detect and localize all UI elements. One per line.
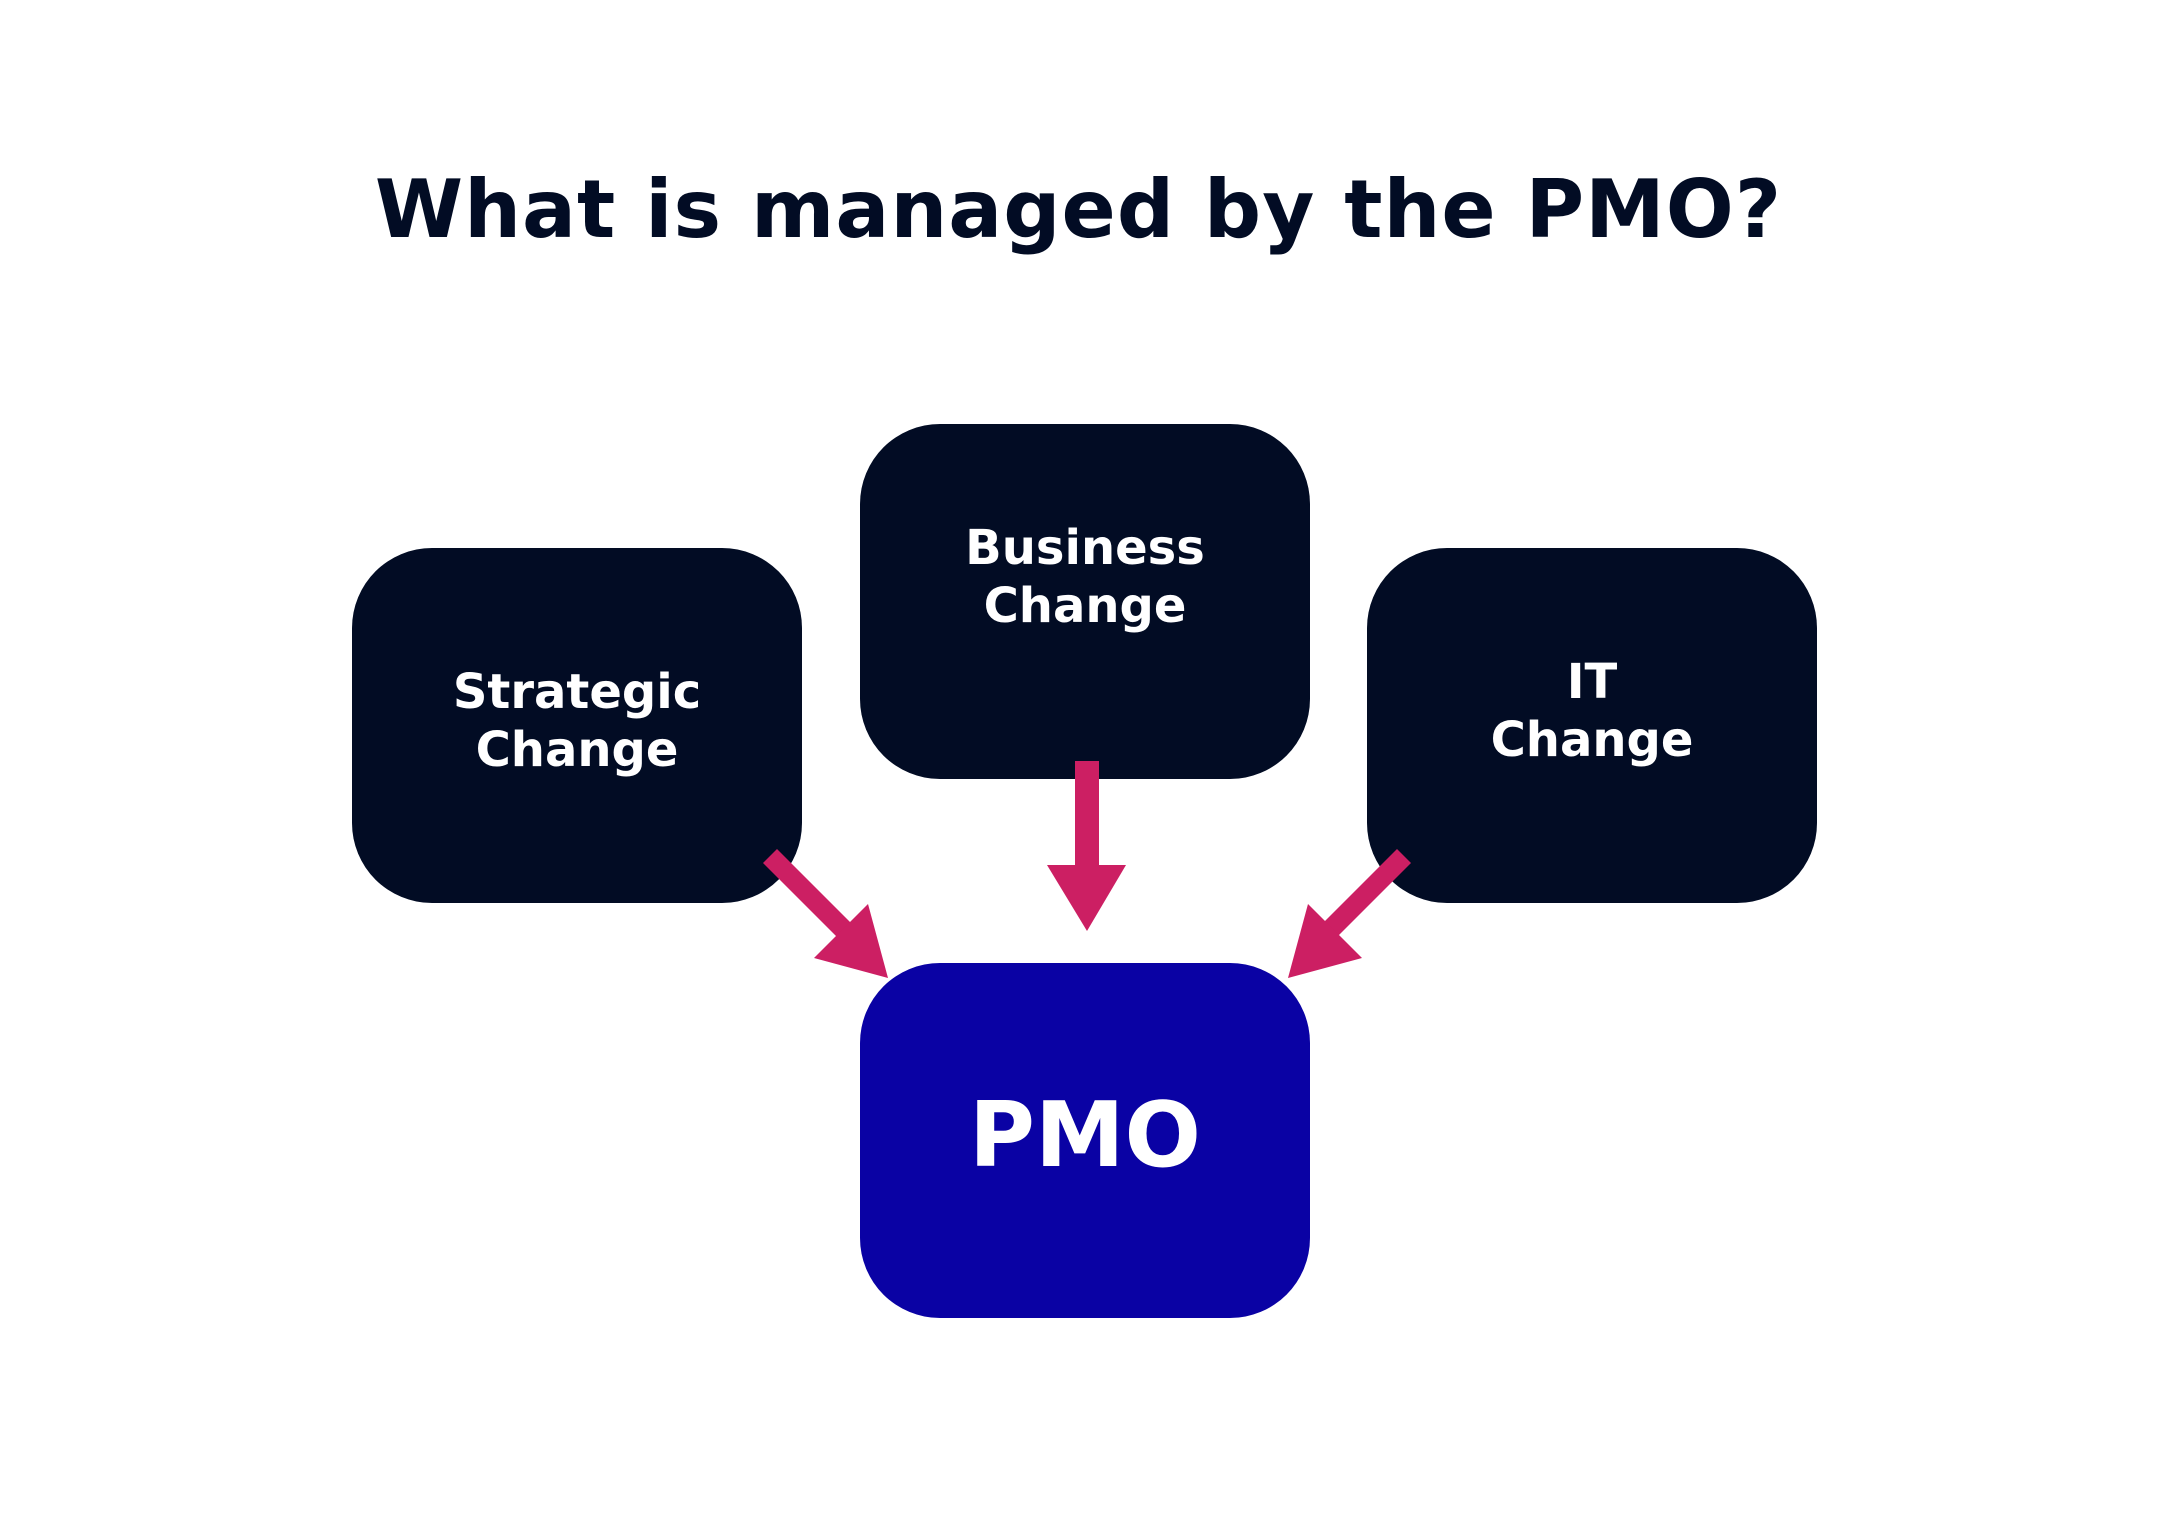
pmo-node: PMO (860, 963, 1310, 1318)
strategic-change-line1: Strategic (452, 663, 702, 720)
arrow-business-to-pmo (1047, 761, 1126, 931)
strategic-change-node: Strategic Change (352, 548, 802, 903)
business-change-label: Business Change (965, 519, 1205, 635)
business-change-line2: Change (983, 577, 1187, 634)
diagram-title: What is managed by the PMO? (374, 163, 1783, 256)
it-change-line2: Change (1490, 711, 1694, 768)
it-change-label: IT Change (1491, 653, 1694, 769)
business-change-node: Business Change (860, 424, 1310, 779)
pmo-label: PMO (968, 1082, 1202, 1188)
strategic-change-label: Strategic Change (453, 663, 701, 779)
it-change-line1: IT (1566, 653, 1618, 710)
it-change-node: IT Change (1367, 548, 1817, 903)
business-change-line1: Business (965, 519, 1205, 576)
strategic-change-line2: Change (475, 721, 679, 778)
pmo-label-wrap: PMO (969, 1081, 1201, 1191)
